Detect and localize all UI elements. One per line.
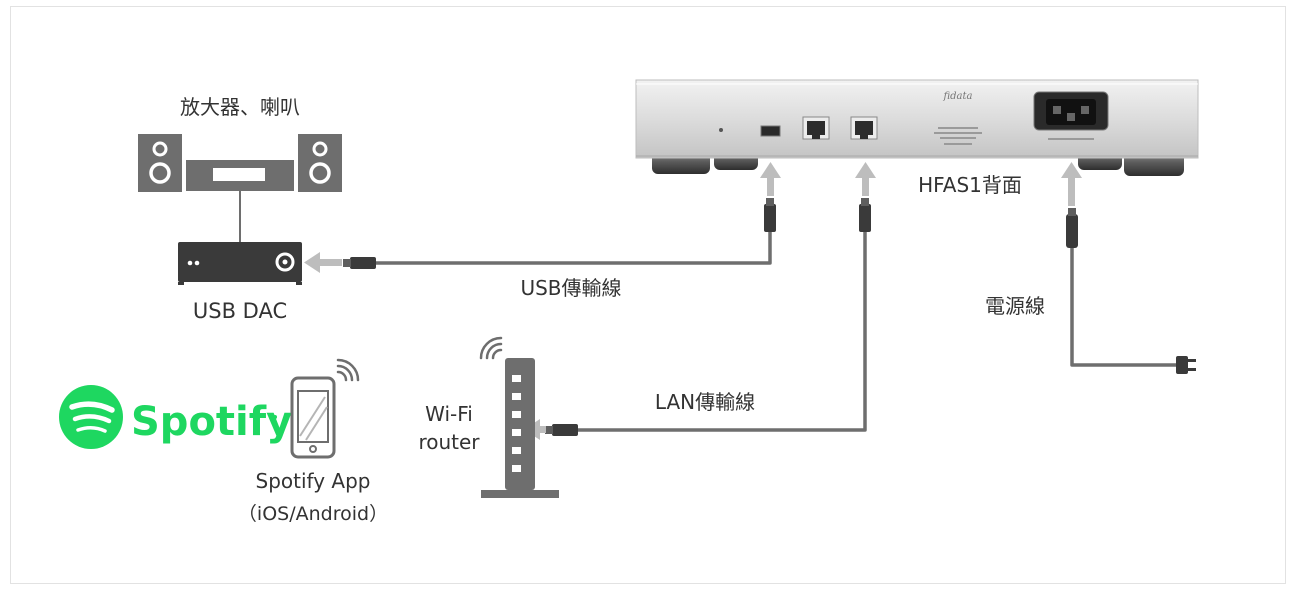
lan-cable-label: LAN傳輸線 bbox=[655, 390, 755, 414]
hfas1-rear-label: HFAS1背面 bbox=[918, 173, 1022, 197]
lan-port-1 bbox=[802, 116, 830, 140]
spotify-app-label-line2: （iOS/Android） bbox=[238, 503, 388, 525]
usb-cable bbox=[375, 230, 772, 265]
lan-plug-router-end bbox=[545, 424, 578, 436]
device-rating-plate bbox=[934, 127, 982, 145]
usb-dac-icon bbox=[178, 242, 302, 285]
arrow-left-dac-icon bbox=[304, 252, 342, 273]
trademark-dot bbox=[273, 415, 277, 419]
power-plug-device-end bbox=[1066, 208, 1078, 248]
usb-port bbox=[760, 125, 781, 137]
power-cable-label: 電源線 bbox=[985, 294, 1045, 318]
amp-speakers-icon bbox=[138, 134, 342, 192]
arrow-up-lan-icon bbox=[855, 162, 876, 196]
usb-plug-device-end bbox=[764, 198, 776, 232]
usb-dac-label: USB DAC bbox=[193, 299, 287, 323]
wall-plug-icon bbox=[1176, 356, 1196, 374]
arrow-up-power-icon bbox=[1061, 162, 1082, 206]
phone-wifi-signal-icon bbox=[336, 358, 360, 382]
wifi-router-icon bbox=[479, 336, 559, 498]
router-wifi-signal-icon bbox=[479, 336, 503, 360]
amp-speakers-label: 放大器、喇叭 bbox=[180, 95, 300, 119]
power-cable bbox=[1070, 246, 1178, 367]
wifi-router-label-line1: Wi-Fi bbox=[425, 402, 473, 426]
lan-port-2 bbox=[850, 116, 878, 140]
spotify-app-label-line1: Spotify App bbox=[256, 469, 371, 493]
spotify-wordmark: Spotify bbox=[131, 399, 292, 445]
hfas1-chassis bbox=[635, 79, 1199, 159]
lan-cable bbox=[578, 230, 867, 432]
usb-cable-label: USB傳輸線 bbox=[520, 276, 621, 300]
smartphone-icon bbox=[290, 358, 360, 459]
arrow-up-usb-icon bbox=[760, 162, 781, 196]
spotify-logo-icon bbox=[59, 385, 123, 449]
hfas1-device: fidata bbox=[635, 79, 1199, 176]
device-brand-logo: fidata bbox=[942, 91, 972, 102]
indicator-led-icon bbox=[719, 128, 723, 132]
wifi-router-label-line2: router bbox=[418, 430, 480, 454]
ac-inlet bbox=[1033, 91, 1109, 140]
lan-plug-device-end bbox=[859, 198, 871, 232]
usb-plug-dac-end bbox=[343, 257, 376, 269]
